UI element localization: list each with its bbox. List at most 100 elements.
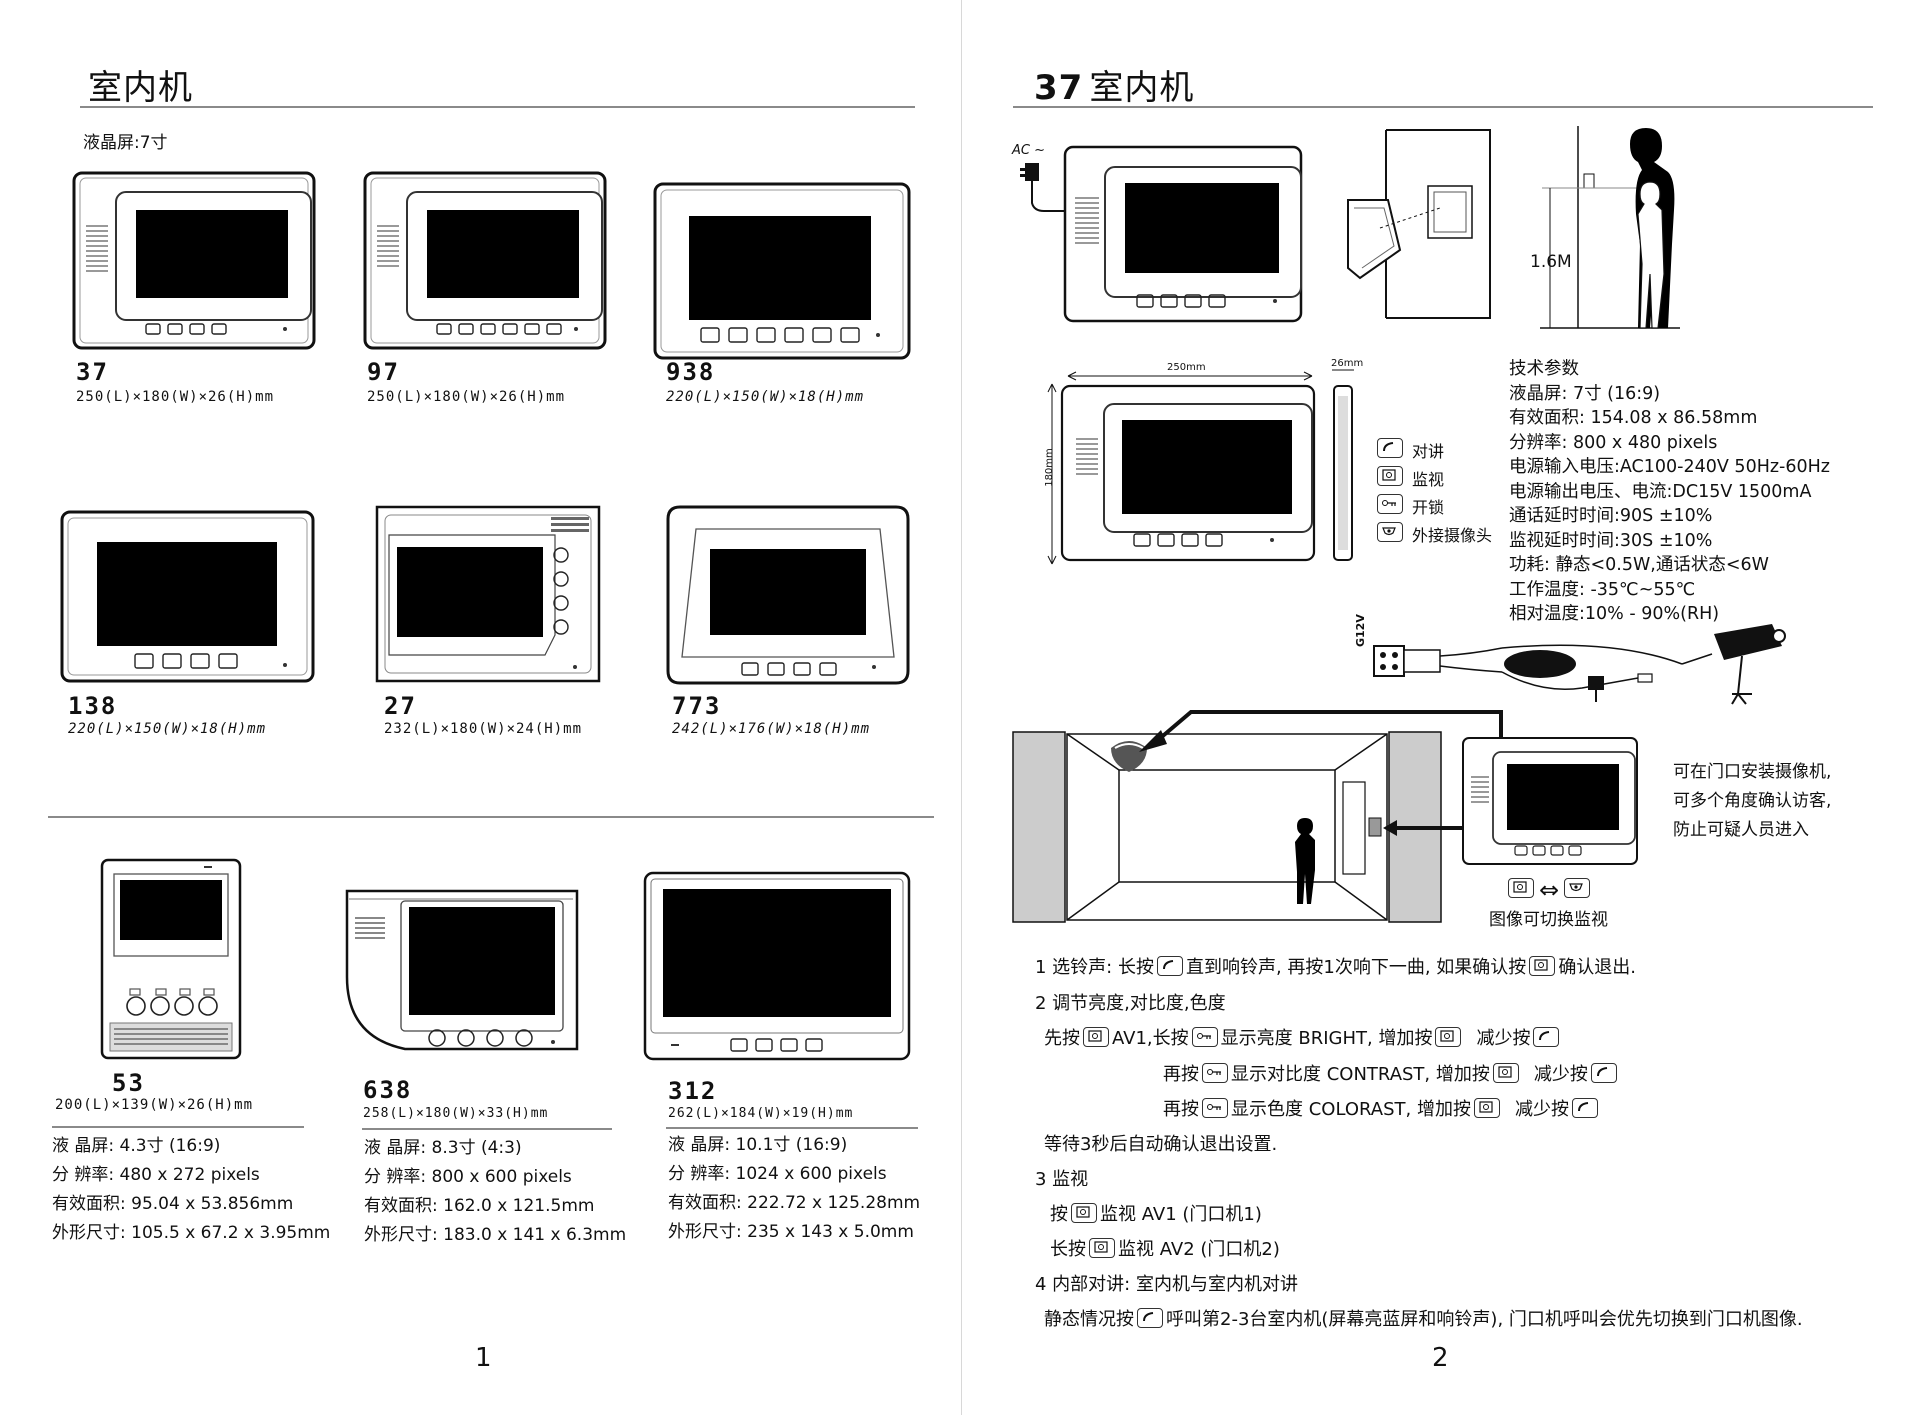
handset-icon <box>1377 438 1403 458</box>
spec-outline-size: 外形尺寸: 235 x 143 x 5.0mm <box>668 1222 914 1242</box>
switch-icons: ⇔ <box>1505 876 1593 904</box>
model-53-specs: 液 晶屏: 4.3寸 (16:9) 分 辨率: 480 x 272 pixels… <box>52 1132 330 1248</box>
model-dims-938: 220(L)×150(W)×18(H)mm <box>666 389 865 405</box>
monitor-icon <box>1435 1027 1462 1047</box>
device-312-image <box>643 871 911 1061</box>
model-number-53: 53 <box>112 1069 145 1097</box>
spec-active-area: 有效面积: 95.04 x 53.856mm <box>52 1194 294 1214</box>
model-number-37: 37 <box>76 358 109 386</box>
key-icon <box>1202 1063 1228 1083</box>
key-icon <box>1202 1098 1228 1118</box>
model-312-specs: 液 晶屏: 10.1寸 (16:9) 分 辨率: 1024 x 600 pixe… <box>668 1131 920 1247</box>
model-dims-37: 250(L)×180(W)×26(H)mm <box>76 389 275 405</box>
instruction-color: 再按显示色度 COLORAST, 增加按减少按 <box>1163 1092 1601 1128</box>
model-dims-773: 242(L)×176(W)×18(H)mm <box>672 721 871 737</box>
door-camera-indoor-unit <box>1461 736 1639 866</box>
page-number: 1 <box>475 1343 492 1373</box>
lcd-size-label: 液晶屏:7寸 <box>83 133 168 153</box>
tech-specs: 技术参数 液晶屏: 7寸 (16:9) 有效面积: 154.08 x 86.58… <box>1509 357 1830 627</box>
model-53-rule <box>52 1126 304 1128</box>
device-37-image <box>72 170 317 350</box>
model-number-138: 138 <box>68 692 118 720</box>
tech-spec-monitor-delay: 监视延时时间:30S ±10% <box>1509 530 1713 551</box>
instruction-monitor-av2: 长按监视 AV2 (门口机2) <box>1050 1238 1280 1260</box>
model-number-638: 638 <box>363 1076 413 1104</box>
installation-height-diagram <box>1510 124 1710 338</box>
dimension-width-label: 250mm <box>1167 362 1206 373</box>
section-divider <box>48 816 934 818</box>
monitor-icon <box>1071 1203 1097 1223</box>
instruction-adjust-heading: 2 调节亮度,对比度,色度 <box>1035 993 1226 1014</box>
model-number-773: 773 <box>672 692 722 720</box>
tech-spec-active-area: 有效面积: 154.08 x 86.58mm <box>1509 408 1758 428</box>
tech-spec-resolution: 分辨率: 800 x 480 pixels <box>1509 432 1718 453</box>
camera-icon <box>1377 522 1403 542</box>
legend-unlock: 开锁 <box>1374 492 1492 520</box>
tech-spec-output-voltage: 电源输出电压、电流:DC15V 1500mA <box>1509 481 1812 502</box>
legend-monitor: 监视 <box>1374 464 1492 492</box>
device-97-image <box>363 170 608 350</box>
model-dims-312: 262(L)×184(W)×19(H)mm <box>668 1106 854 1121</box>
model-dims-638: 258(L)×180(W)×33(H)mm <box>363 1106 549 1121</box>
model-dims-53: 200(L)×139(W)×26(H)mm <box>55 1097 254 1113</box>
device-138-image <box>60 510 315 683</box>
model-number-27: 27 <box>384 692 417 720</box>
legend-external-camera: 外接摄像头 <box>1374 520 1492 548</box>
spec-active-area: 有效面积: 162.0 x 121.5mm <box>364 1196 595 1216</box>
camera-note-line-3: 防止可疑人员进入 <box>1673 820 1809 840</box>
camera-note-line-1: 可在门口安装摄像机, <box>1673 762 1832 782</box>
instruction-ringtone: 1 选铃声: 长按直到响铃声, 再按1次响下一曲, 如果确认按确认退出. <box>1035 956 1637 978</box>
instruction-intercom-heading: 4 内部对讲: 室内机与室内机对讲 <box>1035 1274 1298 1295</box>
switch-caption: 图像可切换监视 <box>1489 910 1608 930</box>
camera-note: 可在门口安装摄像机, 可多个角度确认访客, 防止可疑人员进入 <box>1673 758 1831 845</box>
tech-specs-heading: 技术参数 <box>1509 359 1579 379</box>
tech-spec-talk-delay: 通话延时时间:90S ±10% <box>1509 506 1713 526</box>
model-dims-97: 250(L)×180(W)×26(H)mm <box>367 389 566 405</box>
tech-spec-power: 功耗: 静态<0.5W,通话状态<6W <box>1509 555 1769 575</box>
page-number: 2 <box>1432 1343 1449 1373</box>
instruction-contrast: 再按显示对比度 CONTRAST, 增加按减少按 <box>1163 1057 1620 1093</box>
dimension-diagram <box>1042 358 1362 572</box>
instruction-monitor-av1: 按监视 AV1 (门口机1) <box>1050 1203 1262 1225</box>
model-dims-138: 220(L)×150(W)×18(H)mm <box>68 721 267 737</box>
ac-adapter-image <box>1010 155 1080 219</box>
camera-icon <box>1564 878 1591 898</box>
spec-resolution: 分 辨率: 1024 x 600 pixels <box>668 1164 887 1184</box>
connector-label: G12V <box>1354 614 1367 647</box>
camera-note-line-2: 可多个角度确认访客, <box>1673 791 1832 811</box>
model-312-rule <box>666 1127 918 1129</box>
instruction-auto-exit: 等待3秒后自动确认退出设置. <box>1044 1134 1278 1155</box>
page-title: 室内机 <box>88 68 193 108</box>
spec-active-area: 有效面积: 222.72 x 125.28mm <box>668 1193 921 1213</box>
ac-label: AC ~ <box>1012 143 1045 158</box>
model-638-rule <box>362 1128 612 1130</box>
button-legend: 对讲 监视 开锁 外接摄像头 <box>1374 436 1492 548</box>
tech-spec-operating-temp: 工作温度: -35℃~55℃ <box>1509 579 1696 600</box>
key-icon <box>1377 494 1403 514</box>
spec-lcd: 液 晶屏: 10.1寸 (16:9) <box>668 1135 848 1155</box>
spec-resolution: 分 辨率: 480 x 272 pixels <box>52 1165 260 1185</box>
page-title-text: 室内机 <box>1089 68 1195 108</box>
room-scene-diagram <box>1011 700 1551 934</box>
model-number-938: 938 <box>666 358 716 386</box>
spec-outline-size: 外形尺寸: 105.5 x 67.2 x 3.95mm <box>52 1223 331 1243</box>
handset-icon <box>1156 956 1183 976</box>
instruction-intercom: 静态情况按呼叫第2-3台室内机(屏幕亮蓝屏和响铃声), 门口机呼叫会优先切换到门… <box>1044 1308 1803 1330</box>
dimension-height-label: 180mm <box>1043 448 1055 487</box>
handset-icon <box>1571 1098 1598 1118</box>
handset-icon <box>1533 1027 1560 1047</box>
model-638-specs: 液 晶屏: 8.3寸 (4:3) 分 辨率: 800 x 600 pixels … <box>364 1134 626 1250</box>
swap-arrows-icon: ⇔ <box>1539 876 1560 904</box>
title-rule <box>80 106 915 108</box>
legend-talk: 对讲 <box>1374 436 1492 464</box>
dimension-depth-label: 26mm <box>1331 358 1364 369</box>
monitor-icon <box>1492 1063 1519 1083</box>
model-number-312: 312 <box>668 1077 718 1105</box>
monitor-icon <box>1508 878 1534 898</box>
page-divider <box>961 0 962 1415</box>
key-icon <box>1191 1027 1218 1047</box>
tech-spec-lcd: 液晶屏: 7寸 (16:9) <box>1509 383 1661 404</box>
model-dims-27: 232(L)×180(W)×24(H)mm <box>384 721 583 737</box>
tech-spec-humidity: 相对温度:10% - 90%(RH) <box>1509 604 1720 624</box>
